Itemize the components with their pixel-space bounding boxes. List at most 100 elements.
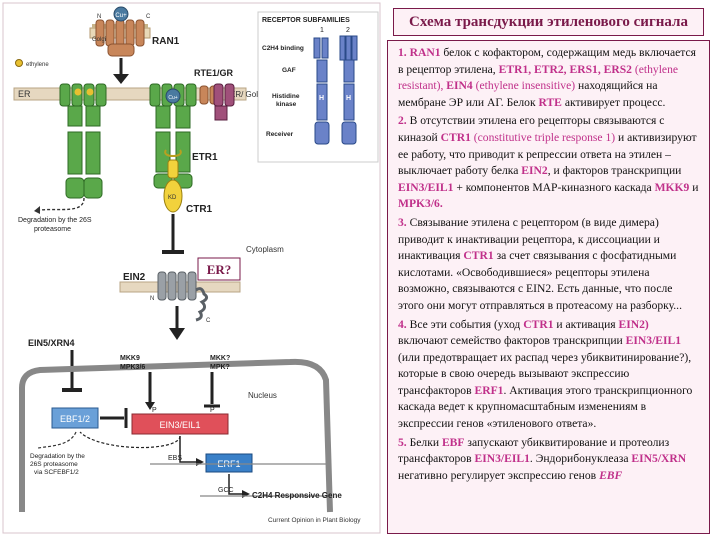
degradation-dashed-arrow (39, 197, 85, 211)
p1-text2: находящийся на мембране ЭР или АГ. Белок (398, 79, 658, 109)
subfamily-1-label: 1 (320, 27, 324, 34)
p2-number: 2. (398, 114, 407, 128)
p4-text5: . Активация этого транскрипционного каск… (398, 383, 693, 431)
ein2-n-terminus: N (150, 296, 154, 302)
histidine-kinase-label: Histidine kinase (272, 93, 301, 108)
er-question-label: ER? (207, 262, 232, 277)
mkk9-line2: MPK3/6 (120, 364, 145, 371)
paragraph-4: 4. Все эти события (уход CTR1 и активаци… (398, 317, 701, 433)
etr1-label: ETR1 (192, 152, 218, 163)
p2-text2: и активизируют ее работу, что приводит к… (398, 130, 697, 178)
p1-ran1: RAN1 (409, 46, 441, 59)
p2-text1: В отсутствии этилена его рецепторы связы… (398, 114, 665, 144)
description-panel: 1. RAN1 белок с кофактором, содержащим м… (387, 40, 710, 534)
paragraph-1: 1. RAN1 белок с кофактором, содержащим м… (398, 45, 701, 111)
source-label: Current Opinion in Plant Biology (268, 517, 361, 524)
degradation-scf-label: Degradation by the 26S proteasome via SC… (30, 453, 87, 476)
gaf-label: GAF (282, 67, 296, 74)
p5-text2: запускают убиквитирование и протеолиз тр… (398, 435, 670, 466)
p4-erf1: ERF1 (474, 383, 504, 397)
phospho-p-left: P (152, 407, 157, 414)
p2-text5: и (689, 180, 699, 194)
h-label-2: H (346, 95, 351, 102)
mkk-q-line1: MKK? (210, 355, 230, 362)
phospho-p-right: P (210, 407, 215, 414)
p1-ein4: EIN4 (446, 79, 473, 93)
p1-text1: белок с кофактором, содержащим медь вклю… (398, 46, 696, 76)
cu-label-etr1: Cu+ (168, 95, 177, 101)
p4-ein2: EIN2) (618, 317, 649, 331)
degradation-scf-arrow (37, 431, 77, 449)
degradation-26s-line: Degradation by the 26S (18, 217, 92, 224)
paragraph-2: 2. В отсутствии этилена его рецепторы св… (398, 113, 701, 213)
ein3-label: EIN3/EIL1 (159, 420, 200, 430)
p4-text1: Все эти события (уход (406, 317, 524, 331)
ethylene-legend (15, 59, 23, 67)
diagram-frame (2, 2, 381, 534)
page-title: Схема трансдукции этиленового сигнала (393, 8, 704, 36)
ran1-c-terminus: C (146, 14, 151, 20)
cytoplasm-label: Cytoplasm (246, 245, 284, 254)
h-label-1: H (319, 95, 324, 102)
mkk-q-line2: MPK? (210, 364, 230, 371)
erf1-box (205, 453, 253, 473)
p4-text4: (или предотвращает их распад через убикв… (398, 350, 692, 397)
p3-number: 3. (398, 215, 407, 229)
c2h4-binding-label: C2H4 binding (262, 45, 304, 52)
p5-ebf2: EBF (599, 468, 623, 482)
ebf12-label: EBF1/2 (60, 414, 90, 424)
ein2-c-terminus: C (206, 318, 211, 324)
p3-text1: Связывание этилена с рецептором (в виде … (398, 215, 660, 263)
ein3-to-ebs (179, 436, 196, 463)
degradation-scf-line1: Degradation by the (30, 453, 85, 460)
paragraph-3: 3. Связывание этилена с рецептором (в ви… (398, 215, 701, 315)
p5-text4: негативно регулирует экспрессию генов (398, 468, 600, 482)
feedback-ein3-ebf (79, 431, 181, 449)
p1-text3: активирует процесс. (561, 95, 666, 109)
histidine-line2: kinase (276, 101, 297, 108)
p5-ein3: EIN3/EIL1 (474, 452, 530, 466)
p4-text2: и активация (553, 317, 619, 331)
receptor-header: RECEPTOR SUBFAMILIES (262, 17, 350, 24)
p2-note: (constitutive triple response 1) (470, 130, 616, 144)
p1-note2: (ethylene insensitive) (472, 79, 576, 93)
receptor-dimer-left (59, 83, 107, 199)
ctr1-label: CTR1 (186, 204, 213, 215)
p3-text2: за счет связывания с фосфатидными кислот… (398, 249, 682, 312)
p5-text3: . Эндорибонуклеаза (529, 452, 632, 466)
mkk9-label: MKK9 MPK3/6 (120, 355, 145, 371)
ein2-protein (157, 271, 209, 322)
p1-note1: (ethylene resistant), (398, 62, 679, 93)
ran1-protein (89, 6, 151, 57)
p2-mkk: MKK9 (654, 180, 690, 194)
receptor-purple (213, 83, 235, 121)
ran1-n-terminus: N (97, 14, 101, 20)
p1-rte: RTE (538, 95, 562, 109)
p2-ctr1: CTR1 (440, 130, 471, 144)
golgi-label-top: Golgi (92, 37, 106, 43)
paragraph-5: 5. Белки EBF запускают убиквитирование и… (398, 435, 701, 485)
subfamily-2-label: 2 (346, 27, 350, 34)
ebs-label: EBS (168, 455, 182, 462)
kd-label: KD (168, 195, 177, 201)
p4-text3: включают семейство факторов транскрипции (398, 334, 626, 348)
degradation-scf-line3: via SCFEBF1/2 (34, 469, 79, 476)
receptor-subfamilies-inset (257, 11, 379, 163)
ctr1-protein (163, 149, 183, 213)
er-question-box (197, 257, 241, 281)
p4-ein3: EIN3/EIL1 (625, 334, 682, 348)
degradation-scf-line2: 26S proteasome (30, 461, 78, 468)
histidine-line1: Histidine (272, 93, 300, 100)
p2-ein3: EIN3/EIL1 (398, 180, 454, 194)
ein5-label: EIN5/XRN4 (28, 338, 75, 348)
rte1-label: RTE1/GR (194, 68, 234, 78)
p5-ein5: EIN5/XRN (631, 452, 687, 466)
p2-mpk: MPK3/6. (398, 197, 443, 211)
ethylene-legend-label: ethylene (26, 62, 49, 68)
p5-ebf: EBF (441, 435, 465, 449)
er-golgi-label: ER/ Golgi (230, 90, 264, 99)
responsive-gene-label: C2H4 Responsive Gene (252, 491, 342, 500)
nucleus-envelope (19, 358, 333, 513)
p3-ctr1: CTR1 (463, 249, 494, 263)
